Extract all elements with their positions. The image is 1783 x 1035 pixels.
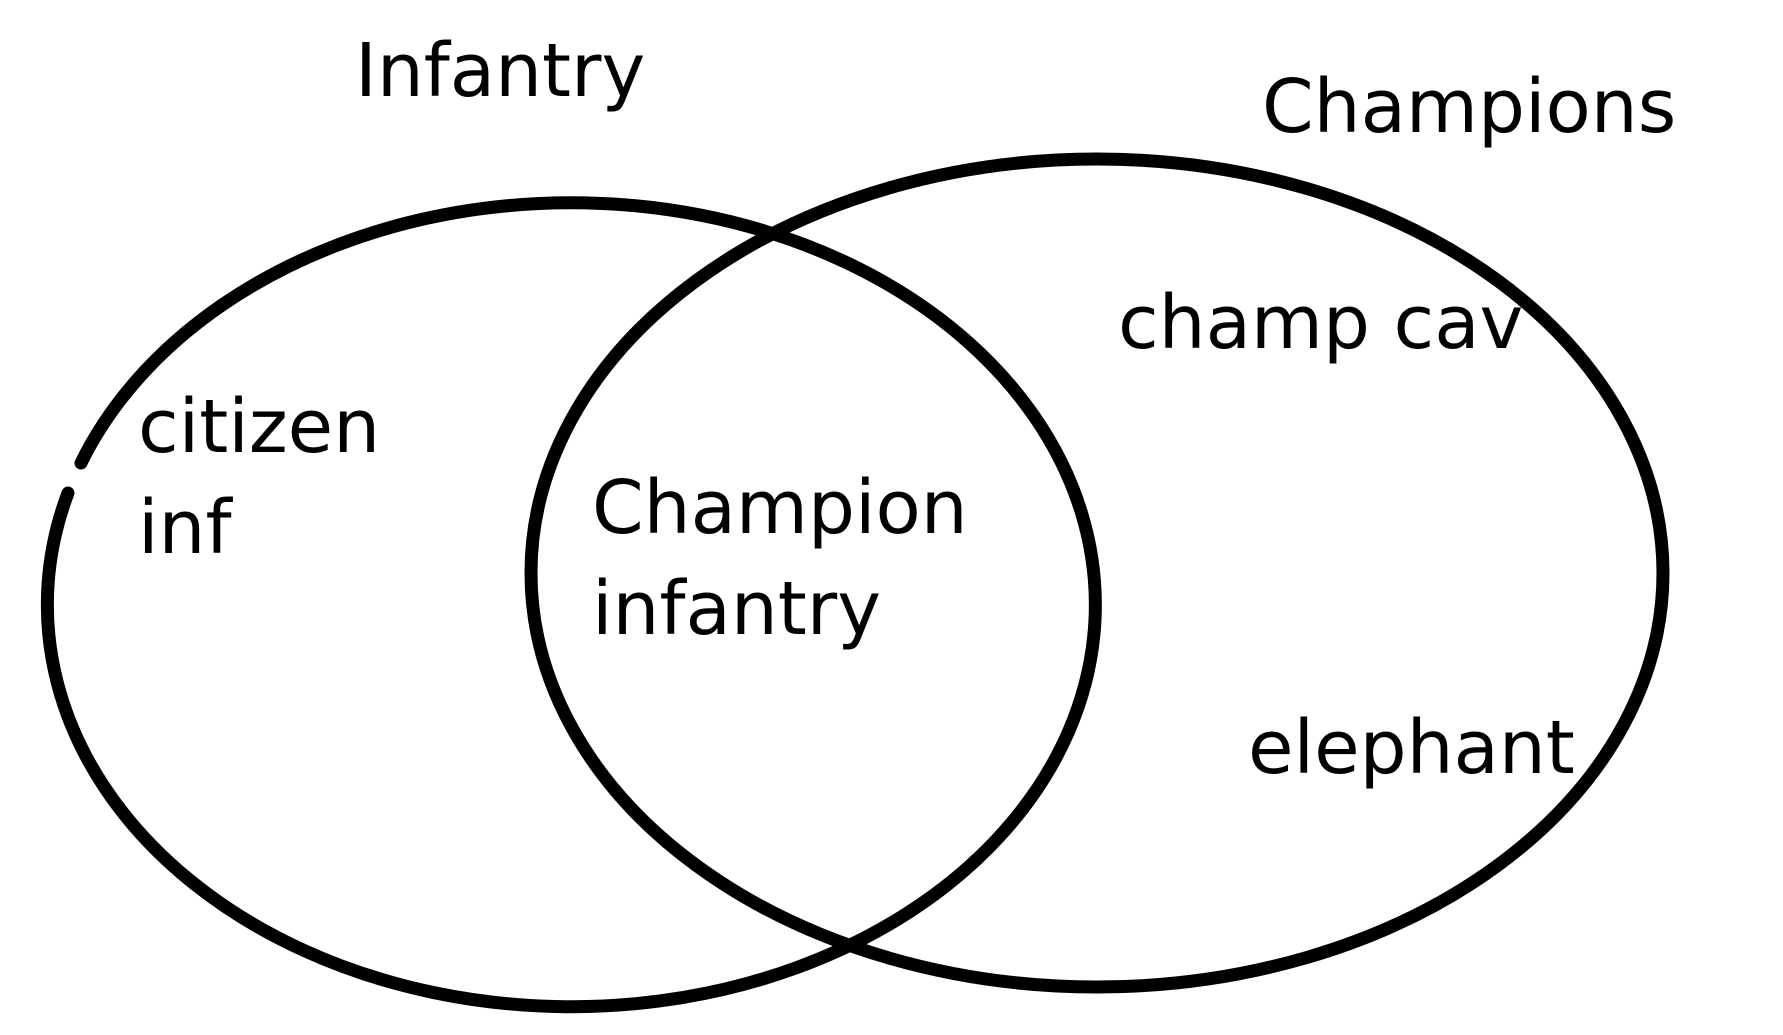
infantry-only-line-1: citizen [138,384,380,470]
champions-only-item-elephant: elephant [1248,705,1575,791]
infantry-set-title: Infantry [355,28,645,114]
champions-set-outline [524,152,1670,994]
infantry-only-line-2: inf [138,485,233,571]
champions-only-item-champ-cav: champ cav [1118,280,1523,366]
infantry-set-outline [40,196,1102,1014]
intersection-line-1: Champion [592,465,968,551]
intersection-line-2: infantry [592,566,881,652]
champions-set-title: Champions [1262,64,1676,150]
